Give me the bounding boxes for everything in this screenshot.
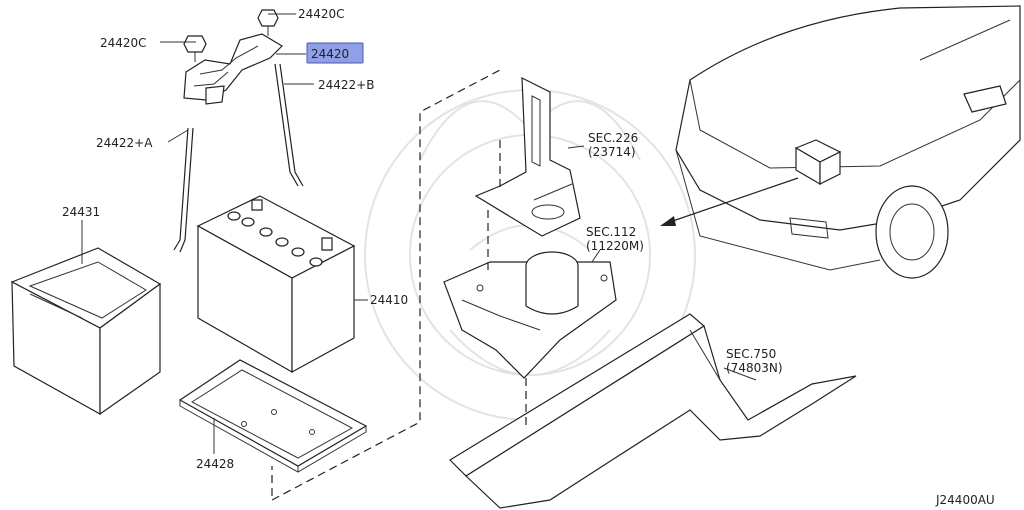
label-sec226[interactable]: SEC.226 (588, 131, 638, 145)
label-24420[interactable]: 24420 (311, 47, 349, 61)
assembly-dash-lines (271, 69, 527, 501)
label-24422b[interactable]: 24422+B (318, 78, 374, 92)
label-sec750[interactable]: SEC.750 (726, 347, 776, 361)
label-24422a[interactable]: 24422+A (96, 136, 153, 150)
bracket-sec226[interactable] (474, 77, 581, 237)
rod-a[interactable] (173, 127, 194, 253)
side-member-sec750[interactable] (449, 313, 857, 509)
battery-terminals (251, 199, 333, 251)
label-24410[interactable]: 24410 (370, 293, 408, 307)
battery-location-icon (794, 139, 842, 186)
nut-left[interactable] (183, 35, 207, 62)
leader-lines (81, 13, 757, 454)
label-24431[interactable]: 24431 (62, 205, 100, 219)
callout-highlight (306, 42, 364, 64)
rod-b[interactable] (274, 63, 304, 187)
battery-tray[interactable] (178, 359, 368, 473)
label-24420c-left[interactable]: 24420C (100, 36, 147, 50)
label-sec750-part: (74803N) (726, 361, 783, 375)
section-labels: SEC.226 (23714) SEC.112 (11220M) SEC.750… (586, 131, 783, 375)
vehicle-illustration[interactable] (675, 5, 1021, 279)
battery-cover[interactable] (10, 247, 162, 416)
battery[interactable] (196, 195, 356, 374)
label-sec112-part: (11220M) (586, 239, 644, 253)
label-sec226-part: (23714) (588, 145, 636, 159)
label-sec112[interactable]: SEC.112 (586, 225, 636, 239)
battery-caps (227, 211, 323, 267)
callout-labels: 24420C 24420C 24420 24422+B 24422+A 2443… (62, 7, 408, 471)
hold-down-frame[interactable] (183, 33, 283, 105)
diagram-code: J24400AU (935, 493, 995, 507)
label-24428[interactable]: 24428 (196, 457, 234, 471)
mount-sec112[interactable] (443, 251, 617, 379)
label-24420c-upper[interactable]: 24420C (298, 7, 345, 21)
location-arrow (660, 177, 799, 226)
